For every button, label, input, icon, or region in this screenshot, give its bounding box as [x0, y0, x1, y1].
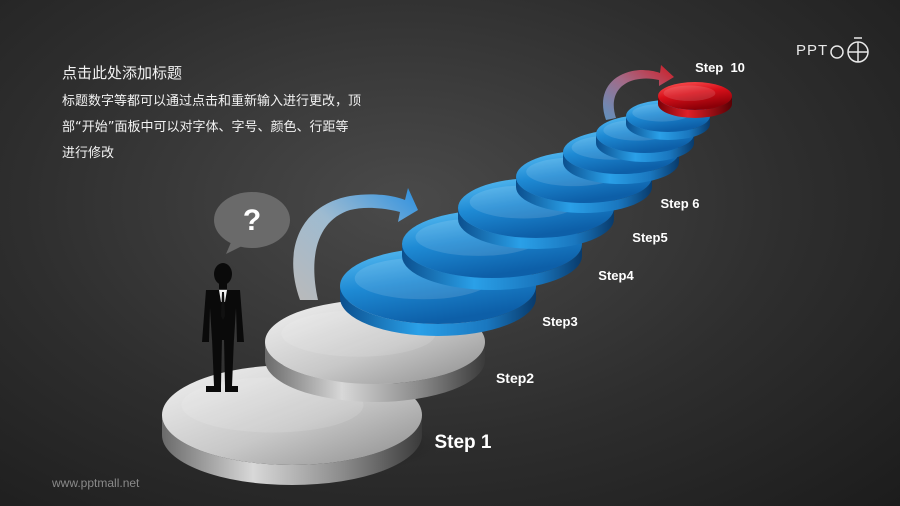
description: 标题数字等都可以通过点击和重新输入进行更改，顶 部“开始”面板中可以对字体、字号…: [62, 89, 382, 167]
disc-top: [658, 82, 732, 110]
step-label-6: Step 6: [660, 196, 699, 211]
logo: PPT: [796, 35, 872, 65]
description-line: 进行修改: [62, 146, 115, 161]
disc-side: [458, 208, 614, 249]
step-label-2: Step2: [496, 370, 534, 386]
disc-side: [340, 286, 536, 336]
question-mark-icon: ?: [243, 204, 261, 237]
disc-side: [516, 177, 652, 213]
question-bubble: ?: [214, 192, 290, 254]
businessman-icon: [202, 263, 244, 392]
steps-group: [162, 82, 732, 485]
step-label-5: Step5: [632, 230, 667, 245]
step-disc-5: [458, 178, 614, 249]
disc-side: [596, 134, 694, 162]
step-label-10: Step 10: [695, 60, 745, 75]
step-label-4: Step4: [598, 268, 634, 283]
step-label-1: Step 1: [434, 432, 491, 453]
disc-side: [658, 96, 732, 118]
step-disc-10: [658, 82, 732, 118]
watermark: www.pptmall.net: [52, 476, 140, 490]
logo-text: PPT: [796, 41, 829, 59]
disc-side: [162, 415, 422, 485]
ppt-mall-logo-icon: [830, 37, 869, 63]
disc-side: [402, 244, 582, 290]
curved-arrow-large-icon: [293, 188, 418, 300]
disc-side: [563, 152, 679, 184]
page-title: 点击此处添加标题: [62, 64, 183, 82]
text-block: 点击此处添加标题 标题数字等都可以通过点击和重新输入进行更改，顶 部“开始”面板…: [62, 62, 382, 167]
disc-highlight: [663, 85, 716, 101]
description-line: 标题数字等都可以通过点击和重新输入进行更改，顶: [62, 94, 362, 109]
disc-side: [265, 342, 485, 402]
step-labels-group: Step 1 Step2 Step3 Step4 Step5 Step 6 Step 10: [434, 60, 744, 453]
description-line: 部“开始”面板中可以对字体、字号、颜色、行距等: [62, 120, 349, 135]
disc-side: [626, 116, 710, 140]
curved-arrow-small-icon: [603, 65, 674, 120]
step-label-3: Step3: [542, 314, 577, 329]
